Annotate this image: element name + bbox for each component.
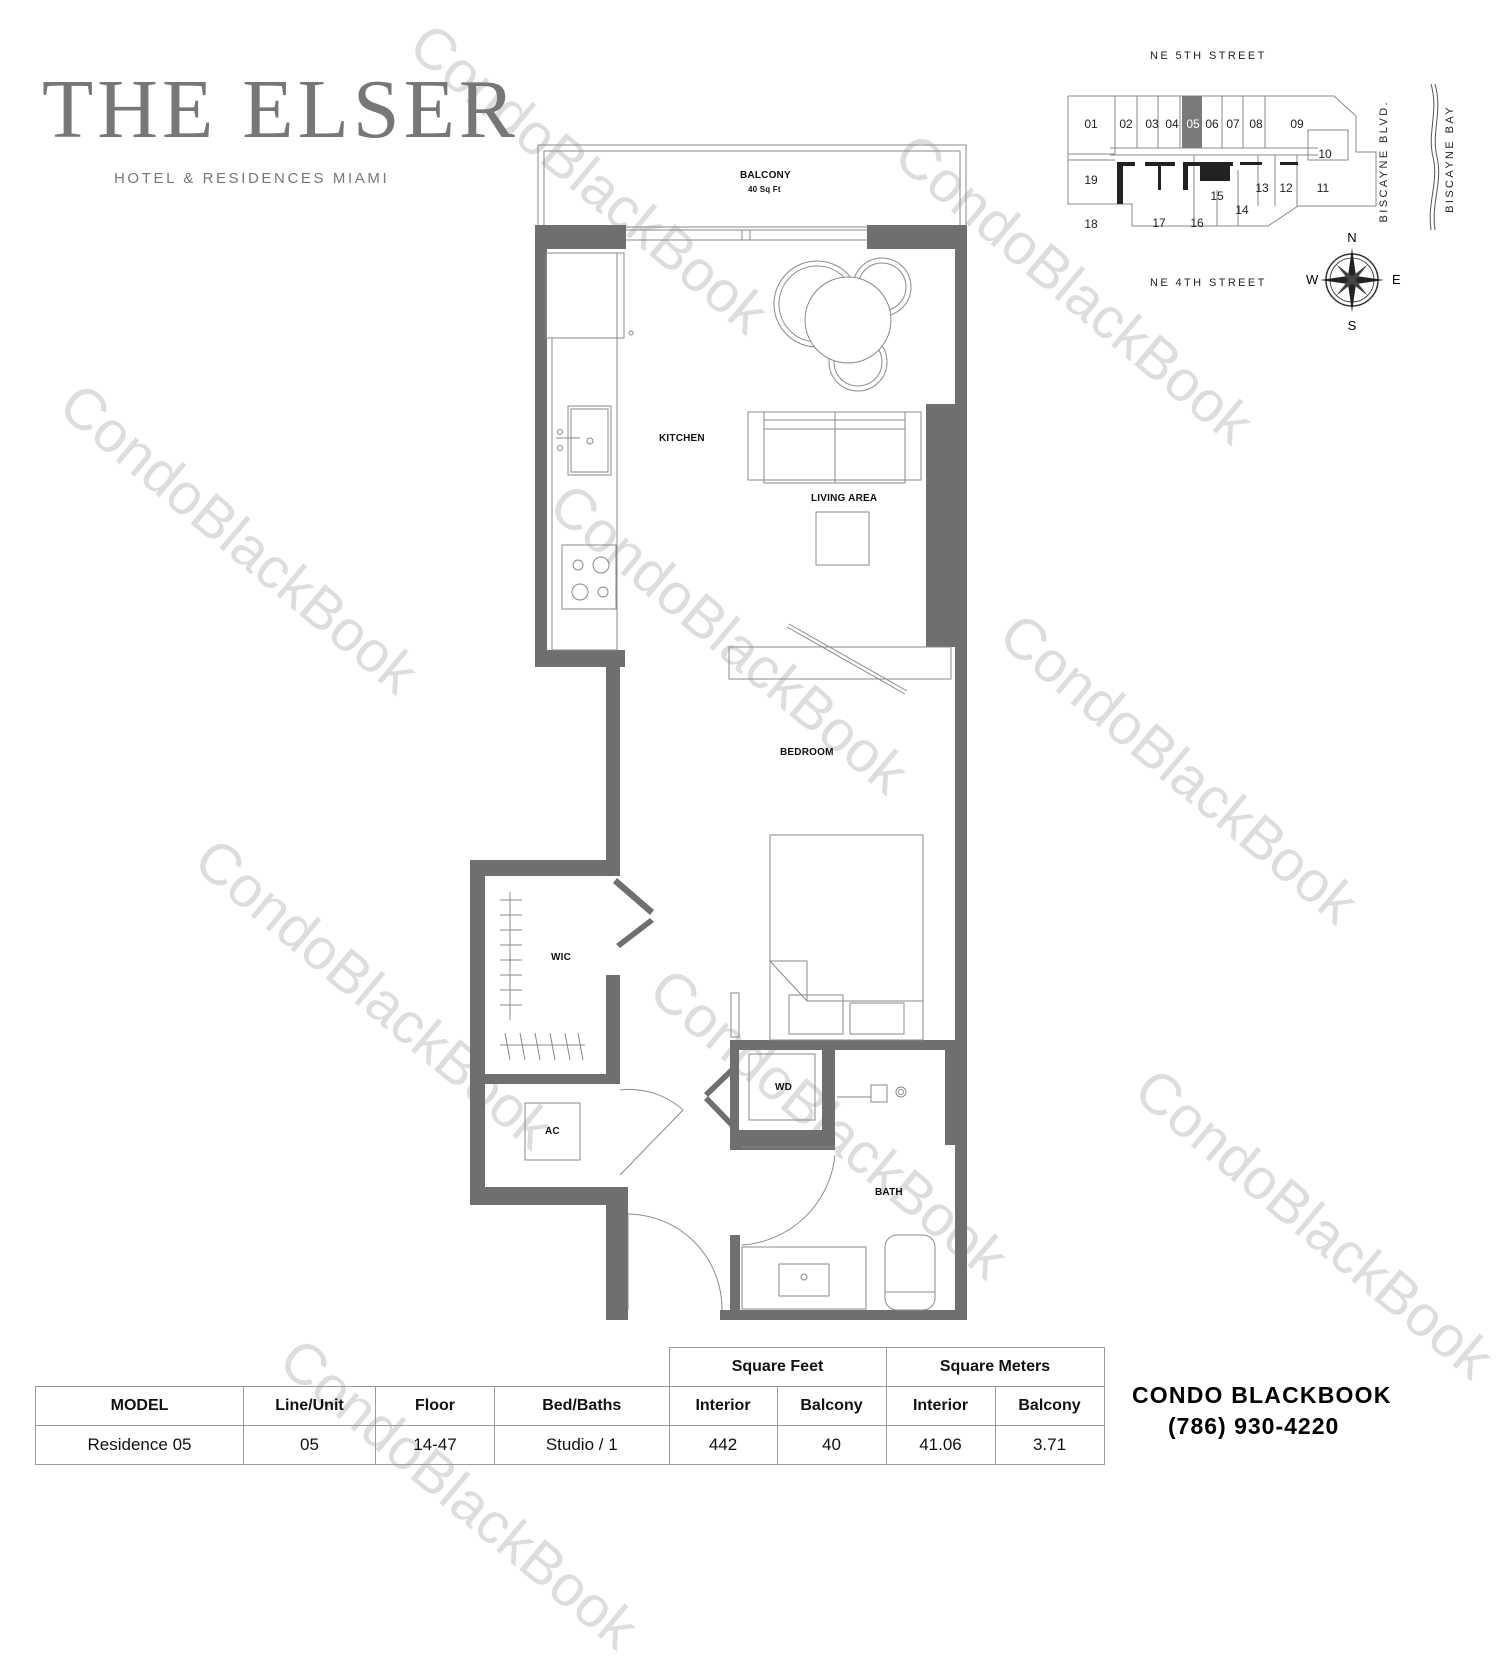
room-label-kitchen: KITCHEN: [659, 433, 705, 444]
compass-n: N: [1347, 230, 1356, 245]
unit-10: 10: [1318, 147, 1332, 161]
col-header-sqft-balcony: Balcony: [776, 1386, 887, 1426]
compass-w: W: [1306, 272, 1319, 287]
brand-phone[interactable]: (786) 930-4220: [1168, 1413, 1340, 1439]
unit-01: 01: [1084, 117, 1098, 131]
col-header-bed-baths: Bed/Baths: [494, 1386, 670, 1426]
unit-08: 08: [1249, 117, 1263, 131]
room-label-ac: AC: [545, 1126, 560, 1137]
room-label-bedroom: BEDROOM: [780, 747, 834, 758]
col-header-sqft-interior: Interior: [668, 1386, 778, 1426]
unit-14: 14: [1235, 203, 1249, 217]
brand-name-bold: BLACKBOOK: [1231, 1382, 1392, 1408]
unit-18: 18: [1084, 217, 1098, 231]
unit-09: 09: [1290, 117, 1304, 131]
unit-11: 11: [1317, 181, 1330, 195]
group-header-sqm: Square Meters: [885, 1347, 1105, 1387]
col-header-sqm-balcony: Balcony: [994, 1386, 1105, 1426]
room-label-wd: WD: [775, 1082, 793, 1093]
bay-shoreline-icon: [1429, 83, 1440, 231]
cell-line-unit: 05: [243, 1425, 376, 1465]
col-header-model: MODEL: [35, 1386, 244, 1426]
col-header-floor: Floor: [375, 1386, 495, 1426]
brand-logo-subtitle: HOTEL & RESIDENCES MIAMI: [114, 170, 390, 187]
unit-02: 02: [1119, 117, 1133, 131]
cell-sqft-interior: 442: [668, 1425, 778, 1465]
brand-name-light: CONDO: [1132, 1382, 1224, 1408]
cell-sqm-balcony: 3.71: [994, 1425, 1105, 1465]
unit-17: 17: [1152, 216, 1166, 230]
unit-12: 12: [1279, 181, 1293, 195]
unit-spec-table: Square Feet Square Meters MODEL Line/Uni…: [35, 1347, 1105, 1465]
key-plan-map: 01 02 03 04 05 06 07 08 09 10 11 12 13 1…: [1067, 95, 1377, 231]
cell-bed-baths: Studio / 1: [494, 1425, 670, 1465]
brand-logo-title: THE ELSER: [42, 63, 519, 156]
unit-13: 13: [1255, 181, 1269, 195]
balcony-area-label: 40 Sq Ft: [748, 185, 781, 194]
cell-sqm-interior: 41.06: [885, 1425, 996, 1465]
unit-07: 07: [1226, 117, 1240, 131]
room-label-balcony: BALCONY: [740, 170, 791, 181]
compass-s: S: [1348, 318, 1357, 333]
bay-label: BISCAYNE BAY: [1444, 105, 1456, 213]
table-row: Residence 05 05 14-47 Studio / 1 442 40 …: [35, 1425, 1105, 1465]
unit-03: 03: [1145, 117, 1159, 131]
compass-rose-icon: N S E W: [1306, 230, 1401, 333]
col-header-sqm-interior: Interior: [885, 1386, 996, 1426]
room-label-living-area: LIVING AREA: [811, 493, 878, 504]
street-label-north: NE 5TH STREET: [1150, 50, 1267, 62]
unit-04: 04: [1165, 117, 1179, 131]
room-label-bath: BATH: [875, 1187, 903, 1198]
group-header-sqft: Square Feet: [668, 1347, 887, 1387]
unit-15: 15: [1210, 189, 1224, 203]
unit-05: 05: [1186, 117, 1200, 131]
unit-06: 06: [1205, 117, 1219, 131]
cell-sqft-balcony: 40: [776, 1425, 887, 1465]
room-label-wic: WIC: [551, 952, 572, 963]
unit-19: 19: [1084, 173, 1098, 187]
cell-floor: 14-47: [375, 1425, 495, 1465]
compass-e: E: [1392, 272, 1401, 287]
street-label-south: NE 4TH STREET: [1150, 277, 1267, 289]
floor-plan: [470, 144, 967, 1320]
cell-model: Residence 05: [35, 1425, 244, 1465]
col-header-line-unit: Line/Unit: [243, 1386, 376, 1426]
condo-blackbook-brand: CONDO BLACKBOOK: [1132, 1382, 1392, 1409]
unit-16: 16: [1190, 216, 1204, 230]
